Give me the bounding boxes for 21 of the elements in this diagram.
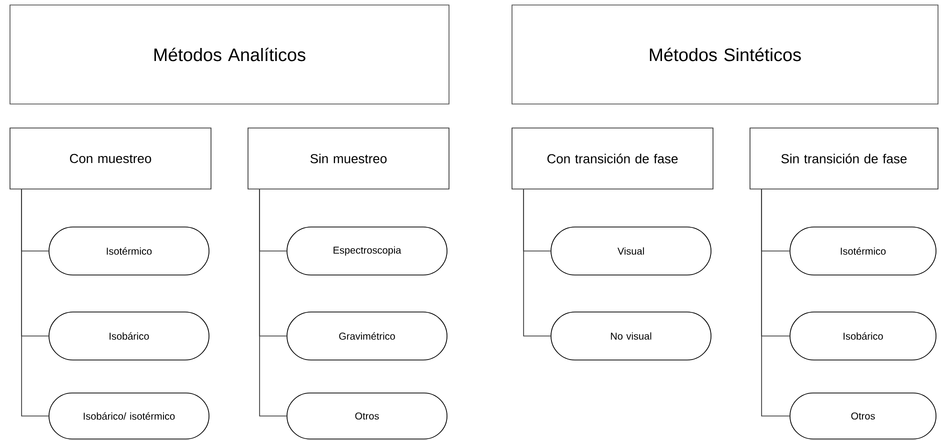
method-pill: Isobárico: [48, 312, 210, 360]
title-box: Métodos Sintéticos: [512, 4, 938, 104]
category-box: Sin muestreo: [248, 128, 450, 190]
method-pill: Otros: [790, 392, 936, 440]
category-box: Con transición de fase: [512, 128, 714, 190]
connector-line: [259, 189, 287, 416]
connector-line: [761, 189, 790, 416]
method-pill: Visual: [550, 226, 712, 276]
category-box: Sin transición de fase: [750, 128, 938, 190]
method-pill: Otros: [286, 392, 448, 440]
method-pill: Isotérmico: [48, 226, 210, 276]
method-pill: Isotérmico: [790, 226, 936, 276]
method-pill: Espectroscopia: [286, 226, 448, 276]
method-pill: Isobárico: [790, 312, 936, 360]
method-pill: Gravimétrico: [286, 312, 448, 360]
title-box: Métodos Analíticos: [10, 4, 450, 104]
connector-line: [21, 189, 49, 416]
connector-line: [523, 189, 551, 336]
method-pill: Isobárico/ isotérmico: [48, 392, 210, 440]
method-pill: No visual: [550, 312, 712, 360]
category-box: Con muestreo: [10, 128, 212, 190]
